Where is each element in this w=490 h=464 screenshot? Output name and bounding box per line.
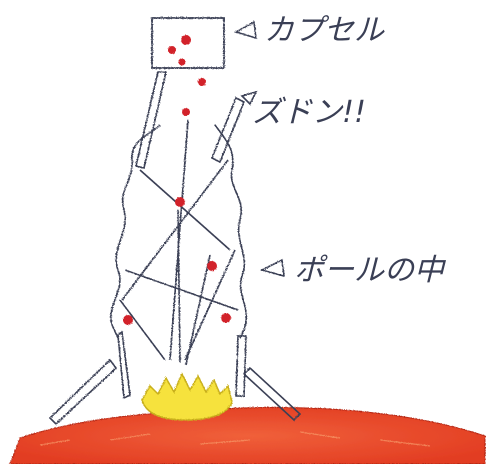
ball	[168, 46, 176, 54]
pole-tower	[111, 120, 246, 365]
capsule-label: カプセル	[264, 13, 385, 48]
ball	[182, 108, 190, 116]
red-balls	[123, 35, 231, 325]
zudon-label: ズドン!!	[252, 95, 366, 130]
ball	[123, 315, 133, 325]
ball	[207, 261, 217, 271]
ball	[181, 35, 191, 45]
ball	[179, 59, 186, 66]
flame-icon	[142, 374, 232, 420]
ground	[10, 407, 485, 464]
annotation-pointers	[236, 22, 284, 276]
pole-inside-label: ポールの中	[294, 253, 447, 288]
launch-rods	[136, 72, 244, 168]
ball	[198, 78, 206, 86]
pointer-triangle-icon	[236, 22, 256, 38]
pointer-triangle-icon	[262, 260, 284, 276]
ball	[175, 197, 185, 207]
ball	[221, 313, 231, 323]
